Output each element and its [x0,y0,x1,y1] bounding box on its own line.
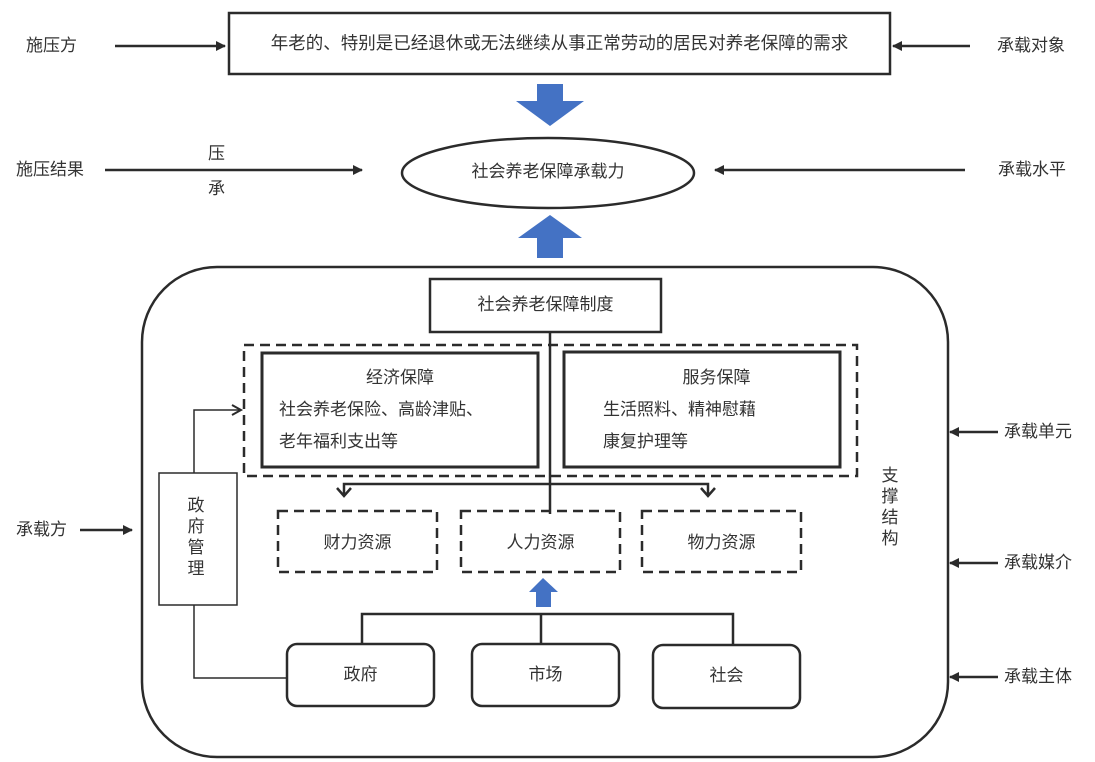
government-label: 政府 [343,665,378,685]
support-structure-container [140,265,950,759]
human-resource-box [459,509,622,574]
service-line-1: 生活照料、精神慰藉 [603,400,756,420]
bearer-label: 承载方 [16,520,67,540]
economic-line-2: 老年福利支出等 [279,432,398,452]
market-box [470,642,621,708]
media-label: 承载媒介 [1004,553,1072,573]
society-box [651,643,802,710]
demand-box [227,11,892,76]
material-resource-box [640,509,803,574]
bear-label: 承 [208,179,225,199]
capacity-label: 社会养老保障承载力 [471,162,625,182]
gov-management-box [158,472,238,606]
gov-management-label: 政府管理 [187,496,205,579]
material-resource-label: 物力资源 [687,533,756,553]
service-title: 服务保障 [682,368,751,388]
economic-title: 经济保障 [366,368,434,388]
service-line-2: 康复护理等 [603,432,688,452]
demand-text: 年老的、特别是已经退休或无法继续从事正常劳动的居民对养老保障的需求 [270,34,849,54]
society-label: 社会 [709,666,744,686]
blue-small-up-arrow-icon [529,578,558,607]
service-guarantee-box [562,350,842,469]
guarantee-dashed-group [242,343,859,478]
market-label: 市场 [528,665,563,685]
pressure-side-label: 施压方 [26,36,77,56]
press-label: 压 [208,144,225,164]
system-label: 社会养老保障制度 [477,295,614,315]
object-label: 承载对象 [997,36,1065,56]
financial-resource-box [276,509,439,574]
support-structure-label: 支撑结构 [881,466,899,549]
pressure-result-label: 施压结果 [16,160,84,180]
level-label: 承载水平 [998,160,1066,180]
blue-down-arrow-icon [516,84,584,126]
subject-label: 承载主体 [1004,667,1072,687]
unit-label: 承载单元 [1004,422,1072,442]
human-resource-label: 人力资源 [506,533,575,553]
financial-resource-label: 财力资源 [323,533,392,553]
blue-up-arrow-icon [518,215,582,258]
system-box [428,277,663,334]
economic-guarantee-box [260,351,540,469]
capacity-ellipse [400,136,696,210]
economic-line-1: 社会养老保险、高龄津贴、 [279,400,483,420]
government-box [285,642,436,708]
